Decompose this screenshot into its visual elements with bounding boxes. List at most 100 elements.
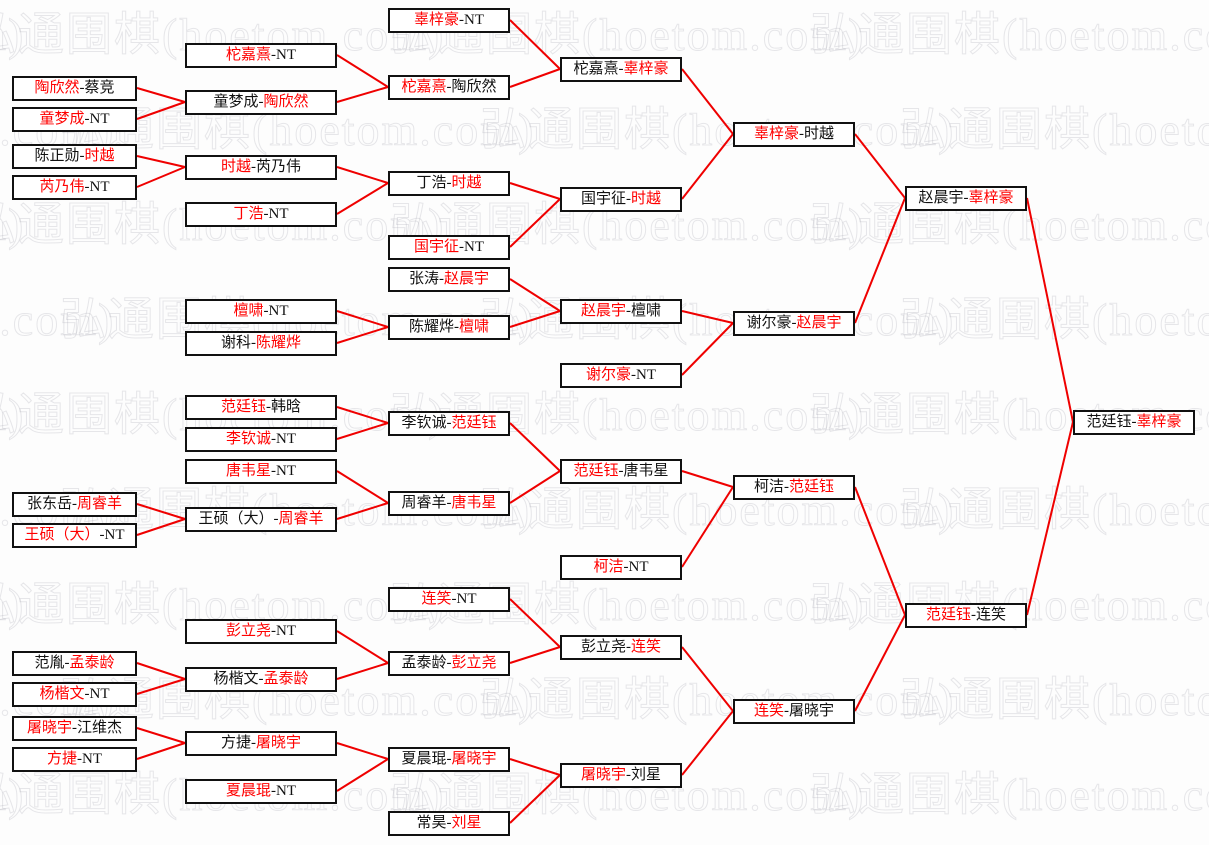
match-box[interactable]: 屠晓宇-江维杰: [12, 716, 137, 741]
player-right: 陶欣然: [263, 94, 309, 110]
player-right: 唐韦星: [451, 495, 497, 511]
player-separator: -: [99, 527, 105, 543]
match-box[interactable]: 童梦成-NT: [12, 107, 137, 132]
match-box[interactable]: 柯洁-范廷钰: [733, 475, 855, 500]
match-box[interactable]: 时越-芮乃伟: [185, 155, 337, 180]
bracket-connector: [681, 310, 734, 324]
bracket-connector: [854, 486, 906, 616]
match-box[interactable]: 范胤-孟泰龄: [12, 651, 137, 676]
match-box[interactable]: 李钦诚-范廷钰: [388, 411, 510, 436]
match-box[interactable]: 柁嘉熹-NT: [185, 43, 337, 68]
match-box[interactable]: 赵晨宇-辜梓豪: [905, 186, 1027, 211]
match-box[interactable]: 彭立尧-NT: [185, 619, 337, 644]
match-box[interactable]: 谢科-陈耀烨: [185, 331, 337, 356]
match-box[interactable]: 范廷钰-连笑: [905, 603, 1027, 628]
bracket-connector: [336, 310, 389, 328]
match-box[interactable]: 李钦诚-NT: [185, 427, 337, 452]
player-separator: -: [799, 126, 804, 142]
player-separator: -: [784, 479, 789, 495]
bracket-connector: [136, 727, 186, 744]
player-right: NT: [276, 783, 296, 799]
match-box[interactable]: 张东岳-周睿羊: [12, 492, 137, 517]
player-left: 王硕（大）: [24, 527, 100, 543]
match-box[interactable]: 杨楷文-NT: [12, 682, 137, 707]
match-box[interactable]: 常昊-刘星: [388, 811, 510, 836]
match-box[interactable]: 方捷-NT: [12, 747, 137, 772]
player-left: 柁嘉熹: [225, 47, 271, 63]
player-separator: -: [623, 559, 629, 575]
match-box[interactable]: 童梦成-陶欣然: [185, 90, 337, 115]
match-box[interactable]: 范廷钰-韩晗: [185, 395, 337, 420]
match-box[interactable]: 连笑-NT: [388, 587, 510, 612]
player-left: 谢尔豪: [585, 367, 631, 383]
match-box[interactable]: 唐韦星-NT: [185, 459, 337, 484]
match-box[interactable]: 赵晨宇-檀啸: [560, 299, 682, 324]
match-box[interactable]: 孟泰龄-彭立尧: [388, 651, 510, 676]
bracket-connector: [854, 133, 906, 199]
match-box[interactable]: 丁浩-NT: [185, 202, 337, 227]
player-left: 屠晓宇: [580, 767, 626, 783]
player-right: NT: [456, 591, 477, 607]
bracket-connector: [1026, 197, 1074, 423]
match-box[interactable]: 谢尔豪-NT: [560, 363, 682, 388]
player-left: 夏晨琨: [225, 783, 271, 799]
player-left: 范廷钰: [220, 399, 266, 415]
match-box[interactable]: 屠晓宇-刘星: [560, 763, 682, 788]
match-box[interactable]: 方捷-屠晓宇: [185, 731, 337, 756]
match-box[interactable]: 国宇征-时越: [560, 187, 682, 212]
player-separator: -: [451, 591, 457, 607]
bracket-connector: [509, 774, 561, 824]
match-box[interactable]: 陈耀烨-檀啸: [388, 315, 510, 340]
player-separator: -: [446, 415, 452, 431]
match-box[interactable]: 辜梓豪-NT: [388, 8, 510, 33]
player-left: 连笑: [421, 591, 452, 607]
match-box[interactable]: 芮乃伟-NT: [12, 175, 137, 200]
match-box[interactable]: 柁嘉熹-辜梓豪: [560, 57, 682, 82]
match-box[interactable]: 连笑-屠晓宇: [733, 699, 855, 724]
player-left: 王硕（大）: [198, 511, 274, 527]
player-left: 孟泰龄: [401, 655, 447, 671]
bracket-connector: [681, 470, 734, 488]
player-left: 丁浩: [233, 206, 264, 222]
player-separator: -: [271, 431, 276, 447]
player-separator: -: [1131, 414, 1137, 430]
player-left: 柯洁: [593, 559, 624, 575]
match-box[interactable]: 柁嘉熹-陶欣然: [388, 75, 510, 100]
player-right: 檀啸: [631, 303, 662, 319]
player-right: 陶欣然: [451, 79, 497, 95]
match-box[interactable]: 国宇征-NT: [388, 235, 510, 260]
match-box[interactable]: 夏晨琨-NT: [185, 779, 337, 804]
match-box[interactable]: 柯洁-NT: [560, 555, 682, 580]
match-box[interactable]: 丁浩-时越: [388, 171, 510, 196]
match-box[interactable]: 张涛-赵晨宇: [388, 267, 510, 292]
bracket-connector: [681, 710, 734, 776]
player-right: NT: [89, 111, 110, 127]
match-box[interactable]: 彭立尧-连笑: [560, 635, 682, 660]
match-box[interactable]: 范廷钰-辜梓豪: [1073, 410, 1195, 435]
watermark-text: 弘通围棋(hoetom.com): [0, 769, 26, 820]
player-right: 时越: [451, 175, 482, 191]
match-box[interactable]: 范廷钰-唐韦星: [560, 459, 682, 484]
bracket-connector: [336, 630, 389, 664]
player-left: 张东岳: [26, 496, 72, 512]
player-right: 时越: [631, 191, 662, 207]
bracket-connector: [1026, 421, 1074, 616]
match-box[interactable]: 王硕（大）-NT: [12, 523, 137, 548]
player-separator: -: [84, 111, 90, 127]
match-box[interactable]: 周睿羊-唐韦星: [388, 491, 510, 516]
match-box[interactable]: 杨楷文-孟泰龄: [185, 667, 337, 692]
bracket-connector: [681, 133, 734, 200]
match-box[interactable]: 辜梓豪-时越: [733, 122, 855, 147]
player-left: 唐韦星: [225, 463, 271, 479]
player-separator: -: [258, 671, 264, 687]
player-left: 陈正勋: [34, 148, 80, 164]
match-box[interactable]: 夏晨琨-屠晓宇: [388, 747, 510, 772]
watermark-text: 弘通围棋(hoetom.com): [809, 9, 1209, 60]
match-box[interactable]: 王硕（大）-周睿羊: [185, 507, 337, 532]
match-box[interactable]: 檀啸-NT: [185, 299, 337, 324]
match-box[interactable]: 陶欣然-蔡竞: [12, 76, 137, 101]
match-box[interactable]: 陈正勋-时越: [12, 144, 137, 169]
match-box[interactable]: 谢尔豪-赵晨宇: [733, 311, 855, 336]
player-right: 屠晓宇: [256, 735, 302, 751]
player-separator: -: [626, 303, 631, 319]
